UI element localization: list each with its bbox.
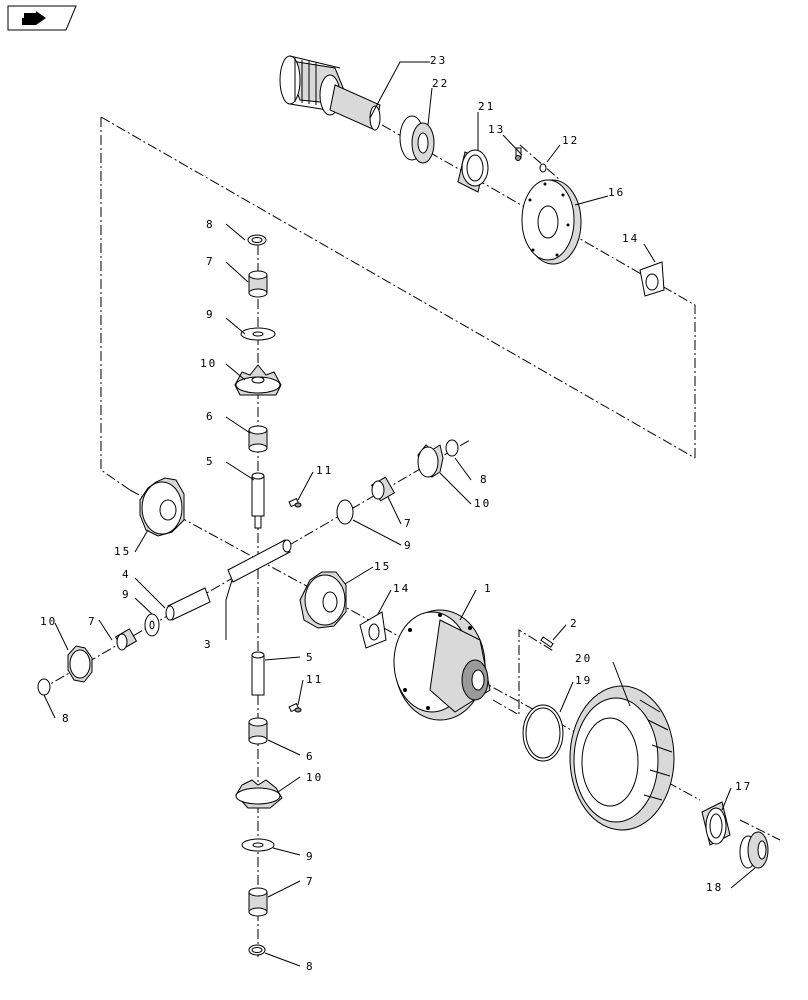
part-3-cross-shaft bbox=[227, 539, 292, 583]
callout-6-lower: 6 bbox=[306, 750, 315, 763]
callout-15-middle: 15 bbox=[374, 560, 391, 573]
part-18-bearing-cone bbox=[739, 831, 769, 869]
page-navigation-icon[interactable] bbox=[7, 5, 77, 31]
callout-11-upper: 11 bbox=[316, 464, 333, 477]
callout-15-left: 15 bbox=[114, 545, 131, 558]
callout-8-left: 8 bbox=[62, 712, 71, 725]
callout-6-upper: 6 bbox=[206, 410, 215, 423]
callout-7-lower: 7 bbox=[306, 875, 315, 888]
part-4-pin bbox=[165, 587, 211, 621]
callout-14-lower: 14 bbox=[393, 582, 410, 595]
part-5-pin-lower bbox=[251, 651, 265, 696]
part-22-bearing-cone bbox=[399, 115, 435, 164]
callout-8-upper: 8 bbox=[206, 218, 215, 231]
part-13-bolt bbox=[515, 147, 522, 161]
part-10-side-gear-right bbox=[417, 444, 444, 478]
callout-7-right: 7 bbox=[404, 517, 413, 530]
callout-21: 21 bbox=[478, 100, 495, 113]
part-21-bearing-cup bbox=[457, 149, 489, 193]
part-8-snap-ring-lower bbox=[248, 944, 266, 956]
part-1-differential-housing bbox=[393, 609, 491, 721]
callout-10-upper: 10 bbox=[200, 357, 217, 370]
part-8-snap-ring-left bbox=[37, 678, 51, 696]
callout-17: 17 bbox=[735, 780, 752, 793]
callout-5-lower: 5 bbox=[306, 651, 315, 664]
part-6-bushing-lower bbox=[248, 717, 268, 745]
part-2-pin bbox=[540, 636, 554, 648]
callout-19: 19 bbox=[575, 674, 592, 687]
part-5-pin-upper bbox=[251, 472, 265, 529]
part-7-bushing-lower bbox=[248, 887, 268, 917]
part-10-side-gear-lower bbox=[235, 779, 283, 809]
part-16-flange bbox=[521, 179, 582, 265]
callout-10-lower: 10 bbox=[306, 771, 323, 784]
part-12-washer bbox=[539, 163, 547, 173]
callout-4: 4 bbox=[122, 568, 131, 581]
part-15-side-gear-middle bbox=[299, 571, 347, 629]
callout-12: 12 bbox=[562, 134, 579, 147]
part-6-bushing-upper bbox=[248, 425, 268, 453]
callout-13: 13 bbox=[488, 123, 505, 136]
part-20-ring-gear bbox=[569, 685, 675, 831]
callout-2: 2 bbox=[570, 617, 579, 630]
callout-10-left: 10 bbox=[40, 615, 57, 628]
part-9-thrust-washer-lower bbox=[241, 838, 275, 852]
callout-22: 22 bbox=[432, 77, 449, 90]
callout-14-upper: 14 bbox=[622, 232, 639, 245]
callout-3: 3 bbox=[204, 638, 213, 651]
callout-7-left: 7 bbox=[88, 615, 97, 628]
part-8-snap-ring-upper bbox=[247, 234, 267, 246]
callout-11-lower: 11 bbox=[306, 673, 323, 686]
callout-labels: 23 22 21 13 12 16 14 8 7 9 10 6 5 11 8 1… bbox=[40, 54, 752, 973]
part-9-thrust-washer-upper bbox=[240, 327, 276, 341]
callout-8-right: 8 bbox=[480, 473, 489, 486]
part-23-pinion-shaft bbox=[279, 55, 381, 131]
callout-10-right: 10 bbox=[474, 497, 491, 510]
callout-9-left: 9 bbox=[122, 588, 131, 601]
part-10-side-gear-left bbox=[67, 645, 93, 683]
callout-9-right: 9 bbox=[404, 539, 413, 552]
callout-20: 20 bbox=[575, 652, 592, 665]
callout-7-upper: 7 bbox=[206, 255, 215, 268]
callout-18: 18 bbox=[706, 881, 723, 894]
callout-23: 23 bbox=[430, 54, 447, 67]
part-14-thrust-washer-upper bbox=[639, 261, 665, 297]
callout-9-upper: 9 bbox=[206, 308, 215, 321]
part-10-side-gear-upper bbox=[234, 364, 282, 396]
callout-9-lower: 9 bbox=[306, 850, 315, 863]
callout-1: 1 bbox=[484, 582, 493, 595]
leader-lines bbox=[43, 61, 756, 967]
part-19-retaining-ring bbox=[522, 704, 564, 762]
part-14-thrust-washer-lower bbox=[359, 611, 387, 649]
callout-16: 16 bbox=[608, 186, 625, 199]
callout-8-lower: 8 bbox=[306, 960, 315, 973]
part-8-snap-ring-right bbox=[445, 439, 459, 457]
part-9-thrust-washer-left bbox=[144, 613, 160, 637]
part-11-bolt-lower bbox=[288, 702, 302, 713]
callout-5-upper: 5 bbox=[206, 455, 215, 468]
part-15-side-gear-left bbox=[139, 477, 185, 537]
part-11-bolt-upper bbox=[288, 497, 302, 508]
part-17-bearing-cup bbox=[701, 801, 731, 846]
part-9-thrust-washer-right bbox=[336, 499, 354, 525]
part-7-bushing-left bbox=[114, 628, 138, 651]
part-7-bushing-upper bbox=[248, 270, 268, 298]
part-7-bushing-right bbox=[370, 476, 396, 502]
